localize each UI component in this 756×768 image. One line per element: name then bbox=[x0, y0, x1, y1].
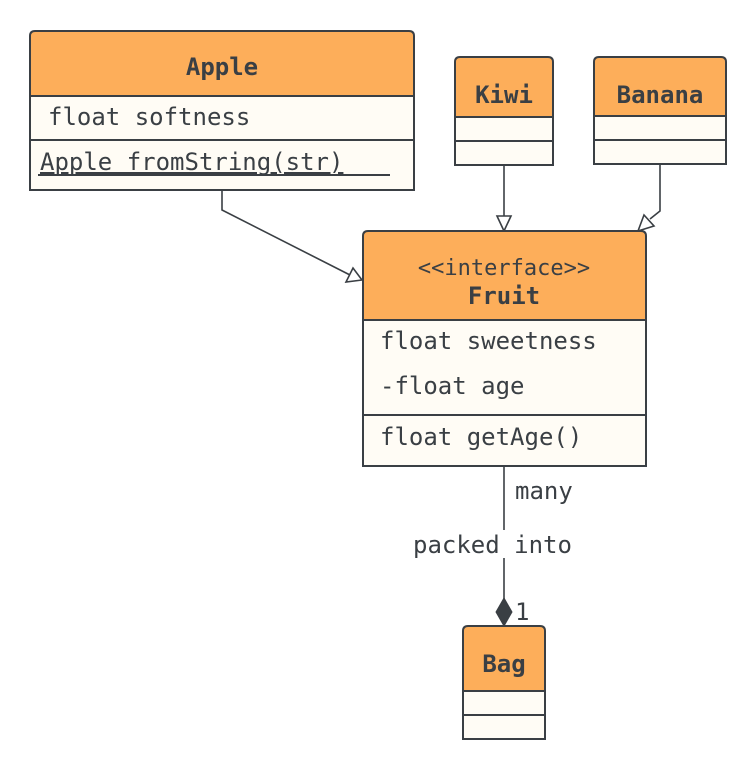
attributes-section bbox=[462, 690, 546, 716]
methods-section bbox=[593, 139, 727, 165]
edge-apple-fruit bbox=[221, 190, 364, 283]
class-bag[interactable]: Bag bbox=[462, 625, 546, 740]
realization-arrowhead-icon bbox=[636, 213, 656, 233]
class-name: Banana bbox=[617, 81, 704, 109]
methods-section bbox=[462, 714, 546, 740]
class-header bbox=[29, 30, 415, 97]
attributes-section bbox=[29, 95, 415, 141]
edge-label-background bbox=[412, 530, 598, 558]
class-name: Fruit bbox=[468, 282, 540, 310]
stereotype: <<interface>> bbox=[418, 256, 590, 281]
edge-kiwi-fruit bbox=[495, 165, 513, 233]
methods-section bbox=[454, 140, 554, 166]
attribute: float sweetness bbox=[380, 327, 597, 355]
composition-diamond-icon bbox=[495, 596, 513, 628]
class-header bbox=[462, 625, 546, 692]
attribute: -float age bbox=[380, 372, 525, 400]
multiplicity-many: many bbox=[515, 477, 573, 505]
static-method: Apple fromString(str) bbox=[40, 148, 343, 176]
realization-arrowhead-icon bbox=[344, 266, 364, 283]
class-header bbox=[454, 56, 554, 118]
attributes-section bbox=[593, 115, 727, 141]
realization-arrowhead-icon bbox=[495, 215, 513, 233]
methods-section bbox=[29, 139, 415, 191]
class-name: Bag bbox=[482, 650, 525, 678]
class-header bbox=[362, 230, 647, 321]
relation-label-packed-into: packed into bbox=[413, 531, 572, 559]
class-name: Kiwi bbox=[475, 81, 533, 109]
class-header bbox=[593, 56, 727, 117]
attributes-section bbox=[454, 116, 554, 142]
class-kiwi[interactable]: Kiwi bbox=[454, 56, 554, 166]
class-fruit[interactable]: <<interface>> Fruit float sweetness -flo… bbox=[362, 230, 647, 467]
attributes-section bbox=[362, 319, 647, 416]
edge-banana-fruit bbox=[636, 165, 661, 233]
class-banana[interactable]: Banana bbox=[593, 56, 727, 165]
attribute: float softness bbox=[48, 103, 250, 131]
class-name: Apple bbox=[186, 53, 258, 81]
methods-section bbox=[362, 414, 647, 467]
multiplicity-one: 1 bbox=[515, 598, 529, 626]
method: float getAge() bbox=[380, 423, 582, 451]
class-apple[interactable]: Apple float softness Apple fromString(st… bbox=[29, 30, 415, 191]
edges bbox=[221, 165, 661, 628]
